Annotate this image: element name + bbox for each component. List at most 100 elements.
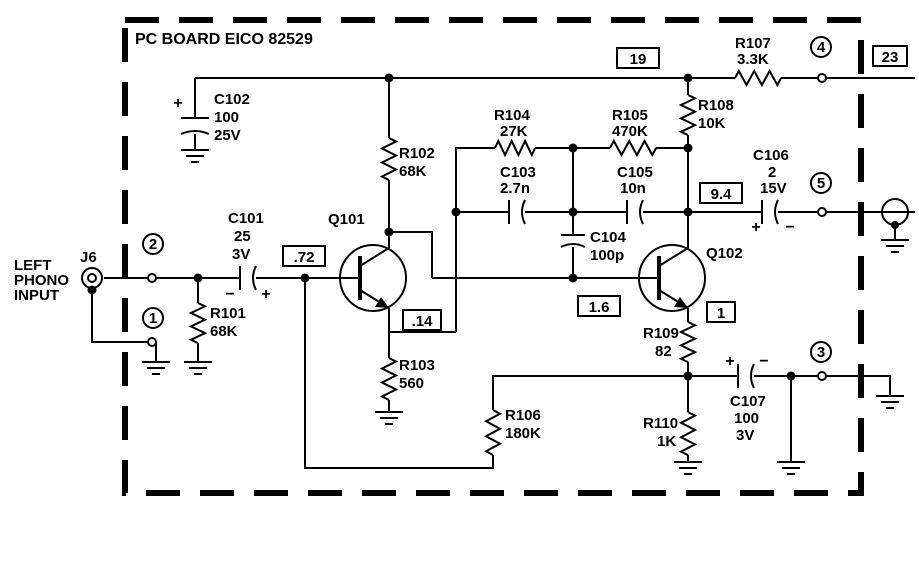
svg-text:100: 100	[734, 410, 759, 427]
svg-text:−: −	[785, 219, 794, 236]
wiring	[91, 77, 915, 469]
svg-text:R104: R104	[494, 107, 531, 124]
q101-transistor-symbol	[339, 232, 407, 312]
svg-text:10n: 10n	[620, 180, 646, 197]
ground-icon	[876, 395, 904, 409]
jack-j6-label: J6	[80, 249, 97, 266]
r103-symbol	[379, 357, 399, 401]
svg-text:C105: C105	[617, 164, 653, 181]
phono-jack-icon	[81, 267, 103, 289]
svg-text:3V: 3V	[232, 246, 250, 263]
svg-text:R102: R102	[399, 145, 435, 162]
r106-symbol	[483, 409, 503, 456]
r104-symbol	[494, 138, 537, 158]
svg-text:INPUT: INPUT	[14, 287, 59, 304]
terminal-2-label: 2	[149, 236, 157, 253]
terminal-5-label: 5	[817, 175, 825, 192]
svg-text:+: +	[751, 219, 760, 236]
terminal-4-label: 4	[817, 39, 826, 56]
voltage-9-4: 9.4	[711, 186, 733, 203]
svg-text:Q101: Q101	[328, 211, 365, 228]
svg-text:+: +	[173, 95, 182, 112]
svg-text:3.3K: 3.3K	[737, 51, 769, 68]
r110-symbol	[678, 411, 698, 457]
ground-icon	[142, 361, 170, 375]
svg-text:R107: R107	[735, 35, 771, 52]
board-title: PC BOARD EICO 82529	[135, 31, 313, 48]
svg-text:R109: R109	[643, 325, 679, 342]
svg-text:R108: R108	[698, 97, 734, 114]
svg-text:100p: 100p	[590, 247, 624, 264]
voltage-1: 1	[717, 305, 725, 322]
svg-text:PHONO: PHONO	[14, 272, 69, 289]
svg-text:Q102: Q102	[706, 245, 743, 262]
svg-text:C102: C102	[214, 91, 250, 108]
svg-text:27K: 27K	[500, 123, 528, 140]
c103-symbol	[508, 199, 526, 225]
svg-text:R110: R110	[643, 415, 678, 432]
svg-text:2.7n: 2.7n	[500, 180, 530, 197]
svg-text:+: +	[725, 353, 734, 370]
r108-symbol	[678, 94, 698, 137]
shielded-cable-icon	[881, 198, 909, 229]
terminal-labels: 1 2 3 4 5	[142, 36, 832, 363]
svg-text:3V: 3V	[736, 427, 754, 444]
voltage-23: 23	[882, 49, 899, 66]
ground-icon	[777, 461, 805, 475]
c105-symbol	[626, 199, 644, 225]
c104-symbol	[560, 234, 586, 248]
svg-text:+: +	[261, 286, 270, 303]
svg-text:100: 100	[214, 109, 239, 126]
r101-symbol	[188, 302, 208, 345]
svg-text:C101: C101	[228, 210, 264, 227]
ground-icon	[674, 461, 702, 475]
terminals	[147, 73, 827, 381]
svg-text:470K: 470K	[612, 123, 648, 140]
svg-text:LEFT: LEFT	[14, 257, 52, 274]
svg-text:25: 25	[234, 228, 251, 245]
voltage-0-14: .14	[412, 313, 434, 330]
svg-text:180K: 180K	[505, 425, 541, 442]
svg-text:R106: R106	[505, 407, 541, 424]
svg-text:10K: 10K	[698, 115, 726, 132]
svg-text:−: −	[225, 286, 234, 303]
terminal-3-label: 3	[817, 344, 825, 361]
svg-text:68K: 68K	[210, 323, 238, 340]
c102-symbol	[180, 117, 210, 135]
svg-text:R101: R101	[210, 305, 246, 322]
svg-text:1K: 1K	[657, 433, 676, 450]
capacitors	[180, 117, 779, 389]
pc-board-outline	[122, 17, 864, 496]
svg-text:2: 2	[768, 164, 776, 181]
polarity-marks: + − + + − + −	[173, 95, 794, 370]
svg-text:68K: 68K	[399, 163, 427, 180]
junction-dots	[87, 73, 796, 381]
svg-text:R105: R105	[612, 107, 648, 124]
r105-symbol	[609, 138, 657, 158]
svg-text:82: 82	[655, 343, 672, 360]
voltage-19: 19	[630, 51, 647, 68]
r107-symbol	[734, 68, 782, 88]
voltage-1-6: 1.6	[589, 299, 610, 316]
component-labels: C101 25 3V C102 100 25V C103 2.7n C104 1…	[210, 35, 789, 450]
c101-symbol	[239, 265, 257, 291]
svg-text:15V: 15V	[760, 180, 787, 197]
ground-icon	[375, 411, 403, 425]
svg-text:C103: C103	[500, 164, 536, 181]
svg-text:R103: R103	[399, 357, 435, 374]
input-label: LEFT PHONO INPUT J6	[14, 249, 97, 304]
ground-icon	[881, 239, 909, 253]
svg-text:C104: C104	[590, 229, 627, 246]
r102-symbol	[379, 137, 399, 181]
ground-icon	[181, 149, 209, 163]
svg-text:C107: C107	[730, 393, 766, 410]
q102-transistor-symbol	[638, 240, 706, 312]
svg-text:25V: 25V	[214, 127, 241, 144]
terminal-1-label: 1	[149, 310, 157, 327]
resistors	[188, 68, 782, 457]
svg-text:560: 560	[399, 375, 424, 392]
voltage-0-72: .72	[294, 249, 315, 266]
c107-symbol	[737, 363, 755, 389]
ground-icon	[184, 361, 212, 375]
